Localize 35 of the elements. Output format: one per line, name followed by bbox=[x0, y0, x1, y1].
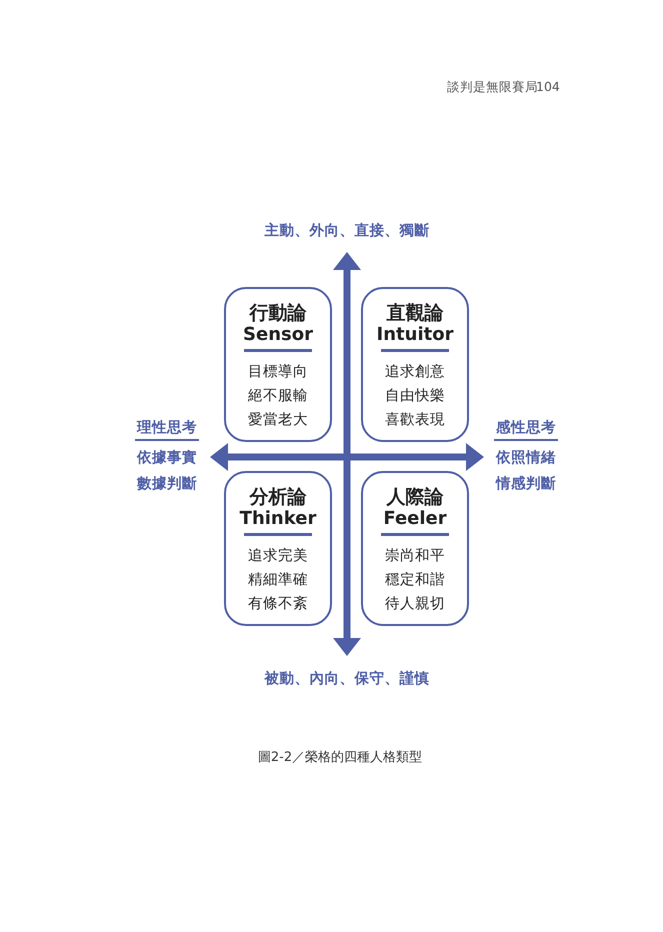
axis-label: 情感判斷 bbox=[496, 474, 556, 493]
quadrant-box bbox=[361, 287, 469, 442]
quadrant-box bbox=[361, 471, 469, 626]
trait-text: 追求創意 bbox=[385, 363, 445, 382]
trait-text: 愛當老大 bbox=[248, 411, 308, 430]
trait-text: 待人親切 bbox=[385, 595, 445, 614]
axis-label: 理性思考 bbox=[137, 418, 197, 437]
type-title: 行動論 bbox=[250, 302, 306, 324]
quadrant-box bbox=[224, 287, 332, 442]
type-name: Feeler bbox=[383, 508, 447, 529]
axis-label: 感性思考 bbox=[496, 418, 556, 437]
axis-label: 被動、內向、保守、謹慎 bbox=[264, 670, 430, 688]
type-name: Thinker bbox=[240, 508, 316, 529]
trait-text: 絕不服輸 bbox=[248, 387, 308, 406]
axis-label: 依據事實 bbox=[137, 448, 197, 467]
type-title: 分析論 bbox=[250, 486, 306, 508]
trait-text: 崇尚和平 bbox=[385, 547, 445, 566]
type-title: 人際論 bbox=[386, 486, 444, 508]
axis-label: 依照情緒 bbox=[496, 448, 556, 467]
page-number: 104 bbox=[536, 79, 560, 94]
trait-text: 有條不紊 bbox=[248, 594, 308, 614]
axis-label: 數據判斷 bbox=[137, 474, 197, 493]
axis-label: 主動、外向、直接、獨斷 bbox=[264, 221, 430, 240]
trait-text: 喜歡表現 bbox=[385, 411, 445, 430]
quadrant-box bbox=[224, 471, 332, 626]
figure-caption: 圖2-2／榮格的四種人格類型 bbox=[258, 749, 422, 766]
trait-text: 精細準確 bbox=[248, 571, 308, 590]
type-name: Intuitor bbox=[376, 324, 454, 345]
type-title: 直觀論 bbox=[386, 302, 444, 324]
trait-text: 追求完美 bbox=[248, 546, 308, 566]
type-name: Sensor bbox=[243, 324, 313, 345]
trait-text: 目標導向 bbox=[248, 362, 308, 382]
trait-text: 穩定和諧 bbox=[385, 570, 445, 590]
running-head: 談判是無限賽局 bbox=[447, 79, 538, 96]
trait-text: 自由快樂 bbox=[385, 387, 445, 406]
